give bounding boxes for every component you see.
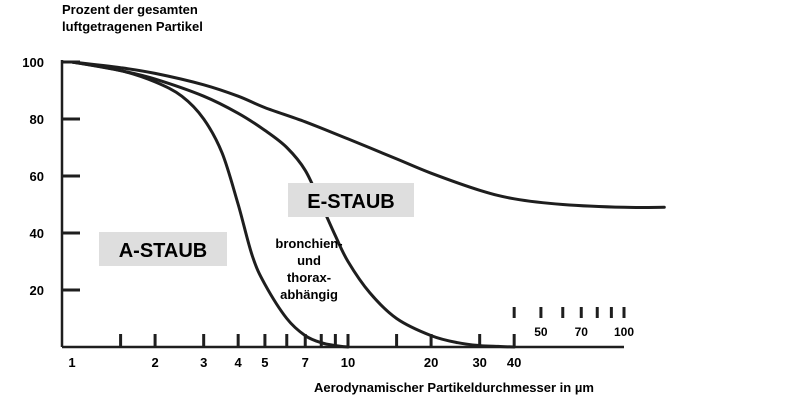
y-tick-label: 60: [30, 169, 44, 184]
y-tick-label: 80: [30, 112, 44, 127]
y-tick-label: 100: [22, 55, 44, 70]
e-staub-label-box: [288, 183, 414, 217]
x-tick-label: 1: [68, 355, 75, 370]
x-tick-label: 10: [341, 355, 355, 370]
x-tick-label: 30: [472, 355, 486, 370]
y-axis-title-line-2: luftgetragenen Partikel: [62, 19, 203, 34]
x-tick-label: 7: [302, 355, 309, 370]
x-tick-label: 3: [200, 355, 207, 370]
x-tick-label: 4: [235, 355, 243, 370]
curve-a-staub: [70, 60, 350, 349]
x-tick-label: 5: [261, 355, 268, 370]
a-staub-label-box: [99, 232, 227, 266]
curve-upper: [70, 60, 666, 210]
upper-tick-label: 50: [534, 325, 548, 339]
thorax-annotation: bronchien-und thorax-abhängig: [275, 236, 342, 302]
y-ticks: 20 40 60 80 100: [22, 55, 80, 298]
x-ticks: 1 2 3 4 5 7 10 20 30 40: [68, 334, 521, 370]
e-staub-label: E-STAUB: [307, 191, 394, 213]
curve-e-staub: [70, 60, 516, 349]
upper-tick-label: 70: [575, 325, 589, 339]
annotation-line: und: [297, 253, 321, 268]
upper-tick-label: 100: [614, 325, 634, 339]
x-tick-label: 40: [507, 355, 521, 370]
annotation-line: abhängig: [280, 287, 338, 302]
x-tick-label: 2: [151, 355, 158, 370]
y-tick-label: 20: [30, 283, 44, 298]
curves: [70, 60, 666, 349]
annotation-line: bronchien-: [275, 236, 342, 251]
a-staub-label: A-STAUB: [119, 240, 208, 262]
x-axis-title: Aerodynamischer Partikeldurchmesser in µ…: [314, 380, 594, 395]
y-tick-label: 40: [30, 226, 44, 241]
y-axis-title-line-1: Prozent der gesamten: [62, 2, 198, 17]
annotation-line: thorax-: [287, 270, 331, 285]
upper-ticks: 50 70 100: [512, 307, 634, 339]
x-tick-label: 20: [424, 355, 438, 370]
